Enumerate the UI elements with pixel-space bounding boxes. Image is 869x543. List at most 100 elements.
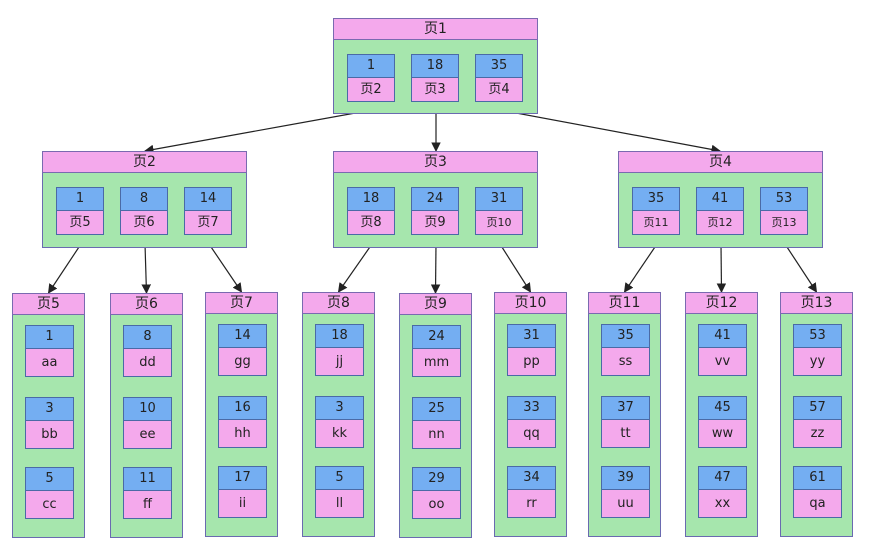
edge-internal-to-leaf	[337, 243, 373, 293]
record-value: ii	[218, 490, 267, 518]
record-key: 18	[315, 324, 364, 348]
entry-key: 1	[56, 187, 104, 211]
record-key: 25	[412, 397, 461, 421]
record-key: 37	[601, 396, 650, 420]
record-key: 31	[507, 324, 556, 348]
record-key: 41	[698, 324, 747, 348]
page-title: 页10	[494, 292, 567, 314]
edge-internal-to-leaf	[208, 243, 243, 293]
record-value: aa	[25, 349, 74, 377]
record-key: 57	[793, 396, 842, 420]
page-title: 页8	[302, 292, 375, 314]
record-value: yy	[793, 348, 842, 376]
edge-internal-to-leaf	[716, 243, 727, 293]
entry-pointer: 页11	[632, 211, 680, 235]
record-value: xx	[698, 490, 747, 518]
page-title: 页2	[42, 151, 247, 173]
record-value: kk	[315, 420, 364, 448]
edge-root-to-page4	[499, 109, 721, 155]
record-value: bb	[25, 421, 74, 449]
page-title: 页3	[333, 151, 538, 173]
record-value: zz	[793, 420, 842, 448]
page-title: 页9	[399, 293, 472, 315]
entry-pointer: 页5	[56, 211, 104, 235]
edge-internal-to-leaf	[430, 243, 441, 294]
record-value: rr	[507, 490, 556, 518]
record-value: uu	[601, 490, 650, 518]
record-key: 3	[25, 397, 74, 421]
record-key: 8	[123, 325, 172, 349]
entry-pointer: 页8	[347, 211, 395, 235]
page-title: 页11	[588, 292, 661, 314]
entry-pointer: 页3	[411, 78, 459, 102]
edge-internal-to-leaf	[784, 243, 818, 293]
record-value: dd	[123, 349, 172, 377]
record-value: ww	[698, 420, 747, 448]
record-key: 53	[793, 324, 842, 348]
entry-pointer: 页13	[760, 211, 808, 235]
record-key: 39	[601, 466, 650, 490]
page-title: 页5	[12, 293, 85, 315]
record-key: 24	[412, 325, 461, 349]
record-key: 34	[507, 466, 556, 490]
record-key: 14	[218, 324, 267, 348]
record-value: vv	[698, 348, 747, 376]
entry-pointer: 页2	[347, 78, 395, 102]
entry-key: 35	[475, 54, 523, 78]
record-value: hh	[218, 420, 267, 448]
edge-internal-to-leaf	[47, 243, 82, 294]
record-value: oo	[412, 491, 461, 519]
record-value: ss	[601, 348, 650, 376]
edge-internal-to-leaf	[141, 243, 152, 294]
record-key: 5	[25, 467, 74, 491]
record-value: gg	[218, 348, 267, 376]
record-value: qq	[507, 420, 556, 448]
record-value: tt	[601, 420, 650, 448]
entry-key: 14	[184, 187, 232, 211]
edge-root-to-page2	[144, 109, 373, 155]
record-key: 17	[218, 466, 267, 490]
record-value: ee	[123, 421, 172, 449]
entry-pointer: 页9	[411, 211, 459, 235]
